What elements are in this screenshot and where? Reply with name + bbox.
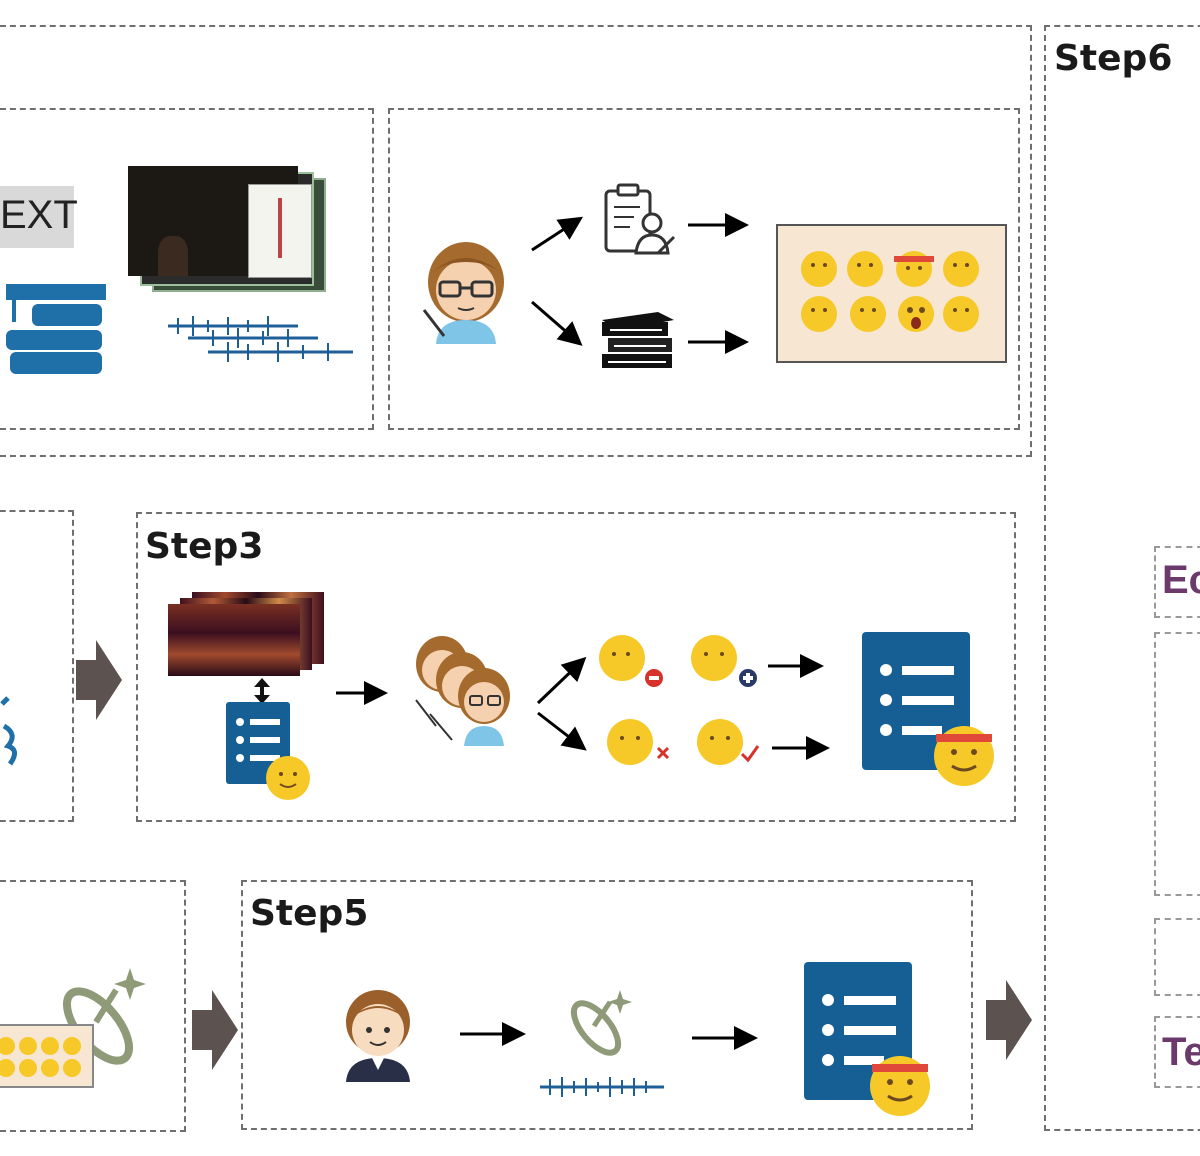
flow-arrows bbox=[531, 213, 749, 354]
step-middle-left-frame bbox=[0, 510, 74, 822]
text-tag bbox=[0, 186, 74, 248]
block-arrow-2 bbox=[192, 990, 238, 1070]
user-icon bbox=[346, 990, 410, 1082]
spectrogram-icon bbox=[168, 592, 328, 677]
step2-frame bbox=[388, 108, 1020, 430]
text-tag-label: EXT bbox=[0, 193, 78, 237]
emoji-board-small-icon bbox=[0, 1024, 94, 1088]
top-outer-frame bbox=[0, 25, 1032, 457]
step6-tag-2: Te bbox=[1162, 1030, 1200, 1074]
document-list-small-icon bbox=[226, 702, 310, 800]
books-stack-icon bbox=[602, 312, 674, 368]
step6-tag-1: Ec bbox=[1162, 558, 1200, 602]
ai-sparkle-icon bbox=[570, 990, 632, 1056]
video-frames-icon bbox=[128, 166, 326, 292]
clipboard-person-icon bbox=[604, 183, 676, 255]
block-arrow-3 bbox=[986, 980, 1032, 1060]
waveform-small-icon bbox=[540, 1077, 664, 1097]
step5-label: Step5 bbox=[250, 893, 369, 934]
step4-frame bbox=[0, 880, 186, 1132]
step5-frame bbox=[241, 880, 973, 1130]
step1-frame bbox=[0, 108, 374, 430]
step6-panel-2 bbox=[1154, 918, 1200, 996]
block-arrow-1 bbox=[76, 640, 122, 720]
document-list-icon bbox=[862, 632, 994, 786]
step6-frame bbox=[1044, 25, 1200, 1131]
step6-panel-1 bbox=[1154, 632, 1200, 896]
step6-tag-box-2 bbox=[1154, 1016, 1200, 1088]
waveform-icon bbox=[168, 316, 353, 362]
bidirectional-arrow bbox=[254, 678, 270, 704]
step6-tag-box-1 bbox=[1154, 546, 1200, 618]
step3-arrows bbox=[336, 656, 587, 751]
step6-label: Step6 bbox=[1054, 38, 1173, 79]
partial-icon-left bbox=[0, 696, 17, 766]
books-icon bbox=[6, 284, 106, 374]
step3-label: Step3 bbox=[145, 526, 264, 567]
teacher-icon bbox=[422, 242, 504, 344]
annotators-icon bbox=[415, 636, 510, 746]
emoji-judgement-icons bbox=[599, 635, 830, 765]
document-list-result-icon bbox=[804, 962, 930, 1116]
emoji-grid-icon bbox=[776, 224, 1007, 363]
step3-frame bbox=[136, 512, 1016, 822]
step5-arrows bbox=[460, 1022, 758, 1050]
